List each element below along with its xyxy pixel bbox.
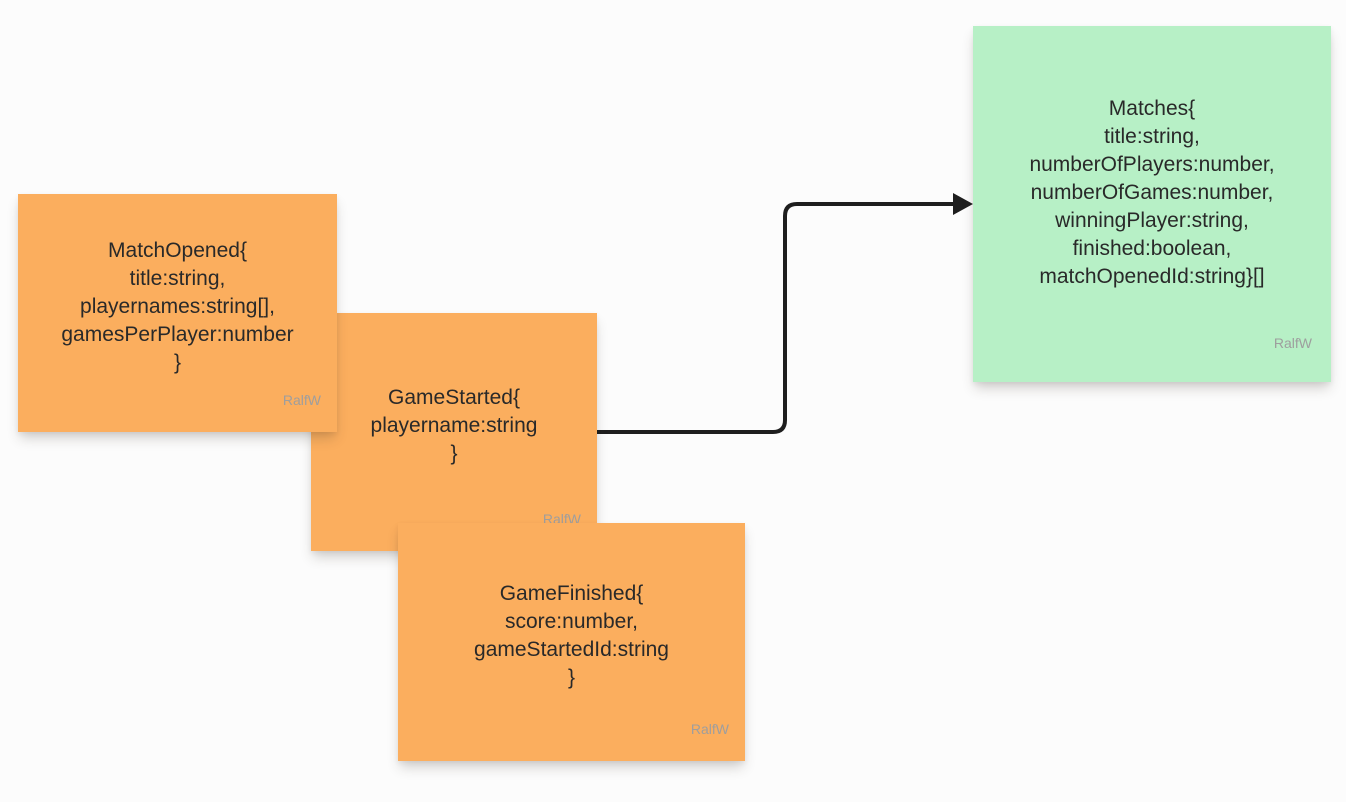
note-line: }	[450, 442, 458, 465]
author-label: RalfW	[282, 392, 321, 408]
note-line: }	[173, 351, 181, 374]
note-line: }	[567, 666, 575, 689]
note-line: playername:string	[370, 414, 538, 437]
author-label: RalfW	[690, 721, 729, 737]
arrowhead-icon	[953, 193, 973, 215]
note-line: GameStarted{	[388, 386, 520, 409]
note-line: numberOfGames:number,	[1030, 181, 1274, 204]
note-line: numberOfPlayers:number,	[1029, 153, 1275, 176]
sticky-note-text: MatchOpened{ title:string, playernames:s…	[18, 194, 337, 432]
note-line: title:string,	[129, 267, 226, 290]
note-line: winningPlayer:string,	[1055, 209, 1249, 232]
sticky-note-matches[interactable]: Matches{ title:string, numberOfPlayers:n…	[973, 26, 1331, 382]
note-line: Matches{	[1108, 97, 1196, 120]
sticky-note-game-finished[interactable]: GameFinished{ score:number, gameStartedI…	[398, 523, 745, 761]
note-line: finished:boolean,	[1072, 237, 1232, 260]
sticky-note-text: GameFinished{ score:number, gameStartedI…	[398, 523, 745, 761]
note-line: playernames:string[],	[80, 295, 275, 318]
note-line: gamesPerPlayer:number	[61, 323, 294, 346]
sticky-note-match-opened[interactable]: MatchOpened{ title:string, playernames:s…	[18, 194, 337, 432]
sticky-note-text: Matches{ title:string, numberOfPlayers:n…	[973, 26, 1331, 382]
connector-line	[595, 202, 957, 434]
note-line: GameFinished{	[499, 582, 644, 605]
note-line: MatchOpened{	[108, 239, 247, 262]
note-line: matchOpenedId:string}[]	[1039, 265, 1265, 288]
sticky-note-text: GameStarted{ playername:string }	[311, 313, 597, 551]
sticky-note-game-started[interactable]: GameStarted{ playername:string } RalfW	[311, 313, 597, 551]
note-line: title:string,	[1104, 125, 1200, 148]
note-line: gameStartedId:string	[474, 638, 669, 661]
author-label: RalfW	[1273, 335, 1312, 351]
note-line: score:number,	[504, 610, 639, 633]
